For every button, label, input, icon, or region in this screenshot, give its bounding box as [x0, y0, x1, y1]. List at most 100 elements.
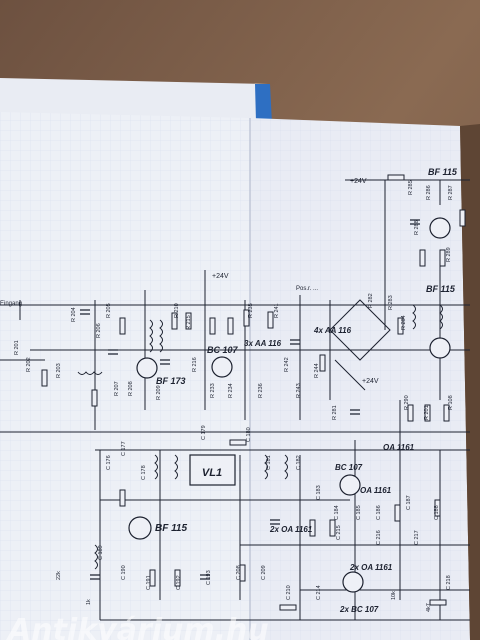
capacitors	[80, 219, 420, 580]
transistor-symbols	[128, 217, 451, 593]
book-edge	[255, 84, 272, 124]
component-designator: R 286	[426, 185, 432, 200]
component-designator: R 284	[401, 315, 407, 330]
component-designator: R 204	[71, 307, 77, 322]
component-designator: C 180	[246, 427, 252, 442]
delay-line-label: VL1	[202, 467, 222, 479]
component-designator: C 217	[414, 530, 420, 545]
component-designator: 4k7	[426, 603, 432, 612]
component-designator: R 290	[404, 395, 410, 410]
component-designator: C 193	[206, 570, 212, 585]
component-designator: C 216	[376, 530, 382, 545]
watermark: Antikvárium.hu	[6, 613, 269, 640]
component-designator: C 178	[141, 465, 147, 480]
transistor-pair-label: 2x BC 107	[339, 605, 379, 614]
supply-label-mid: +24V	[212, 273, 229, 280]
component-designator: C 192	[176, 575, 182, 590]
supply-label-top: +24V	[350, 178, 367, 185]
component-designator: C 179	[201, 425, 207, 440]
component-designator: C 214	[316, 585, 322, 600]
component-designator: R 108	[448, 395, 454, 410]
component-designator: R 243	[296, 383, 302, 398]
component-designator: C 210	[286, 585, 292, 600]
component-designator: R 207	[114, 381, 120, 396]
component-designator: C 177	[121, 441, 127, 456]
component-designator: R 215	[186, 315, 192, 330]
diode-3xaa116-label: 3x AA 116	[244, 339, 282, 348]
component-designator: R 244	[314, 363, 320, 378]
component-designator: 1k	[86, 599, 92, 605]
component-designator: C 218	[446, 575, 452, 590]
component-designator: C 186	[376, 505, 382, 520]
component-designator: R 282	[368, 293, 374, 308]
note-left: Eingang	[0, 301, 22, 307]
component-designator: C 184	[334, 505, 340, 520]
transistor-t4-symbol	[429, 337, 451, 359]
transistor-t22-symbol	[339, 474, 361, 496]
transistor-t21-symbol	[128, 516, 152, 540]
component-designator: C 182	[296, 455, 302, 470]
component-designator: 22k	[56, 571, 62, 580]
transistor-t23-symbol	[342, 571, 364, 593]
component-designator: R 208	[128, 381, 134, 396]
wiring	[0, 179, 470, 621]
diode-4xaa116-label: 4x AA 116	[313, 326, 352, 335]
transistor-t2-label: BC 107	[207, 345, 239, 355]
component-designator: R 202	[26, 357, 32, 372]
component-designator: C 208	[236, 565, 242, 580]
component-designator: R 209	[156, 385, 162, 400]
transistor-t1-label: BF 173	[156, 376, 186, 386]
component-designator: C 185	[356, 505, 362, 520]
coils	[77, 304, 443, 570]
component-designator: C 189	[98, 545, 104, 560]
diode-2xoa1161-label-a: 2x OA 1161	[269, 525, 313, 534]
diode-oa1161-label-a: OA 1161	[383, 443, 415, 452]
component-designator: R 236	[258, 383, 264, 398]
supply-label-right: +24V	[362, 378, 379, 385]
transistor-t22-label: BC 107	[335, 463, 363, 472]
component-labels: R 201 R 202 R 203 R 204 R 205 R 206 R 207 R 208…	[14, 180, 454, 612]
component-designator: R 201	[14, 340, 20, 355]
component-designator: C 187	[406, 495, 412, 510]
component-designator: C 183	[316, 485, 322, 500]
transistor-t3-label: BF 115	[428, 167, 458, 177]
component-designator: C 176	[106, 455, 112, 470]
component-designator: C 190	[121, 565, 127, 580]
component-designator: R 234	[228, 383, 234, 398]
component-designator: C 188	[434, 505, 440, 520]
diode-oa1161-label-b: OA 1161	[360, 486, 392, 495]
component-designator: R 241	[274, 303, 280, 318]
component-designator: R 285	[408, 180, 414, 195]
component-designator: C 181	[266, 455, 272, 470]
component-designator: 10k	[391, 591, 397, 600]
resistors	[41, 174, 466, 611]
component-designator: R 281	[332, 405, 338, 420]
transistor-t3-symbol	[429, 217, 451, 239]
transistor-t2-symbol	[211, 356, 233, 378]
component-designator: R 288	[414, 220, 420, 235]
component-designator: R 233	[210, 383, 216, 398]
component-designator: R 201	[424, 405, 430, 420]
component-designator: R 203	[56, 363, 62, 378]
component-designator: R 289	[446, 247, 452, 262]
component-designator: C 209	[261, 565, 267, 580]
component-designator: R 242	[284, 357, 290, 372]
transistor-t21-label: BF 115	[155, 523, 187, 534]
component-designator: C 191	[146, 575, 152, 590]
component-designator: R 287	[448, 185, 454, 200]
component-designator: R 210	[174, 303, 180, 318]
note-top: Pos.r. ...	[296, 286, 318, 292]
book-page	[0, 78, 270, 122]
component-designator: R 216	[192, 357, 198, 372]
delay-line-box	[189, 454, 236, 486]
component-designator: R 205	[106, 303, 112, 318]
component-designator: R 235	[248, 303, 254, 318]
transistor-t1-symbol	[136, 357, 158, 379]
transistor-t4-label: BF 115	[426, 284, 456, 294]
component-designator: R 283	[388, 295, 394, 310]
component-designator: C 215	[336, 525, 342, 540]
component-designator: R 206	[96, 323, 102, 338]
diode-2xoa1161-label-b: 2x OA 1161	[349, 563, 393, 572]
